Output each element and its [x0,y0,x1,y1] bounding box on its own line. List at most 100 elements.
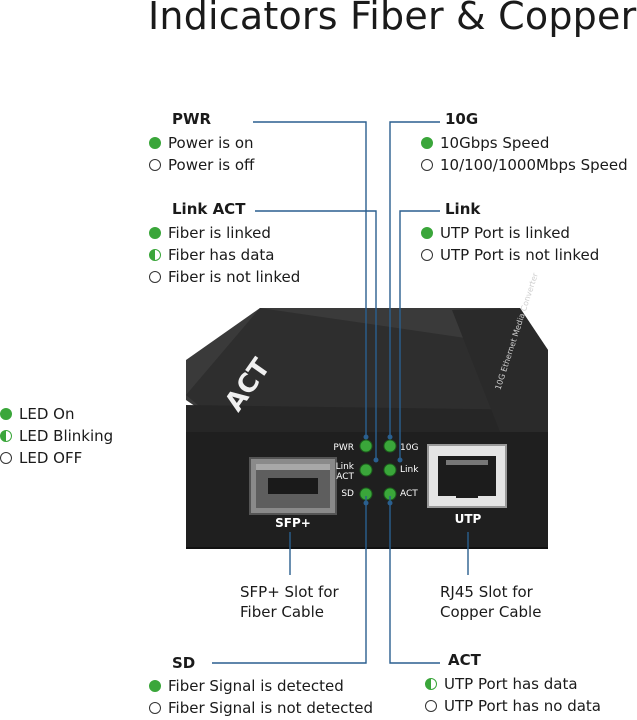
page-title: Indicators Fiber & Copper [148,0,637,38]
leader-line-dots [363,434,403,506]
led-off-icon [149,702,161,714]
linkact-block: Link ACT [172,200,245,218]
linkact-item-label: Fiber is not linked [168,268,301,286]
pwr-heading: PWR [172,110,212,128]
led-pwr-icon [359,439,373,453]
rj45-caption-line1: RJ45 Slot for [440,583,533,601]
led-on-icon [149,137,161,149]
leader-end-dot [373,457,379,463]
leader-end-dot [363,434,369,440]
led-label-sd: SD [341,489,354,499]
led-label-link-right: Link [400,465,419,475]
sd-block: SD [172,654,195,672]
link-block: Link [445,200,480,218]
sfp-label: SFP+ [275,516,311,530]
pwr-list-wrap: Power is on Power is off [149,132,254,176]
leader-end-dot [387,500,393,506]
g10-list-wrap: 10Gbps Speed 10/100/1000Mbps Speed [421,132,628,176]
led-blink-icon [0,430,12,442]
led-label-link: Link [336,462,355,472]
g10-heading: 10G [445,110,479,128]
g10-item: 10Gbps Speed [421,132,628,154]
sfp-caption: SFP+ Slot for Fiber Cable [240,582,339,622]
g10-list: 10Gbps Speed 10/100/1000Mbps Speed [421,132,628,176]
pwr-item-label: Power is on [168,134,254,152]
led-blink-icon [149,249,161,261]
led-on-icon [421,137,433,149]
sd-item-label: Fiber Signal is detected [168,677,344,695]
link-item: UTP Port is linked [421,222,599,244]
link-item-label: UTP Port is not linked [440,246,600,264]
media-converter-device [186,308,548,549]
sfp-caption-line2: Fiber Cable [240,603,324,621]
sd-item: Fiber Signal is detected [149,675,373,697]
line-act [389,496,440,664]
line-10g [389,121,440,437]
pwr-list: Power is on Power is off [149,132,254,176]
linkact-item: Fiber is not linked [149,266,300,288]
line-link [399,210,440,460]
led-on-icon [0,408,12,420]
line-pwr [253,121,367,437]
linkact-item: Fiber is linked [149,222,300,244]
sd-item-label: Fiber Signal is not detected [168,699,374,717]
linkact-item-label: Fiber is linked [168,224,271,242]
act-item: UTP Port has no data [425,695,601,717]
side-panel [452,308,548,432]
g10-item-label: 10Gbps Speed [440,134,550,152]
led-label-act: ACT [336,472,354,482]
g10-block: 10G [445,110,478,128]
led-label-pwr: PWR [333,443,354,453]
pwr-item: Power is off [149,154,254,176]
linkact-heading: Link ACT [172,200,246,218]
rj45-caption-line2: Copper Cable [440,603,542,621]
linkact-item-label: Fiber has data [168,246,275,264]
legend-item: LED Blinking [0,425,113,447]
legend-item-label: LED Blinking [19,427,114,445]
linkact-item: Fiber has data [149,244,300,266]
pwr-block: PWR [172,110,211,128]
led-on-icon [149,227,161,239]
led-off-icon [425,700,437,712]
g10-item-label: 10/100/1000Mbps Speed [440,156,628,174]
led-link-icon [383,463,397,477]
legend-item-label: LED OFF [19,449,83,467]
legend-item-label: LED On [19,405,75,423]
utp-label: UTP [455,512,482,526]
link-heading: Link [445,200,481,218]
rj45-caption: RJ45 Slot for Copper Cable [440,582,541,622]
sfp-caption-line1: SFP+ Slot for [240,583,339,601]
led-label-10g: 10G [400,443,418,453]
led-group [359,439,397,501]
sd-heading: SD [172,654,196,672]
led-link-act-icon [359,463,373,477]
led-off-icon [149,271,161,283]
sfp-port [249,457,337,515]
act-block: ACT [448,651,481,669]
link-item: UTP Port is not linked [421,244,599,266]
led-10g-icon [383,439,397,453]
leader-end-dot [397,457,403,463]
line-linkact [255,210,377,460]
g10-item: 10/100/1000Mbps Speed [421,154,628,176]
pwr-item-label: Power is off [168,156,255,174]
sd-item: Fiber Signal is not detected [149,697,373,719]
led-on-icon [421,227,433,239]
act-item-label: UTP Port has no data [444,697,601,715]
leader-end-dot [387,434,393,440]
link-item-label: UTP Port is linked [440,224,570,242]
line-sd [212,496,367,664]
led-off-icon [0,452,12,464]
led-off-icon [421,249,433,261]
rj45-port [427,444,507,508]
leader-lines [212,121,469,664]
led-off-icon [421,159,433,171]
